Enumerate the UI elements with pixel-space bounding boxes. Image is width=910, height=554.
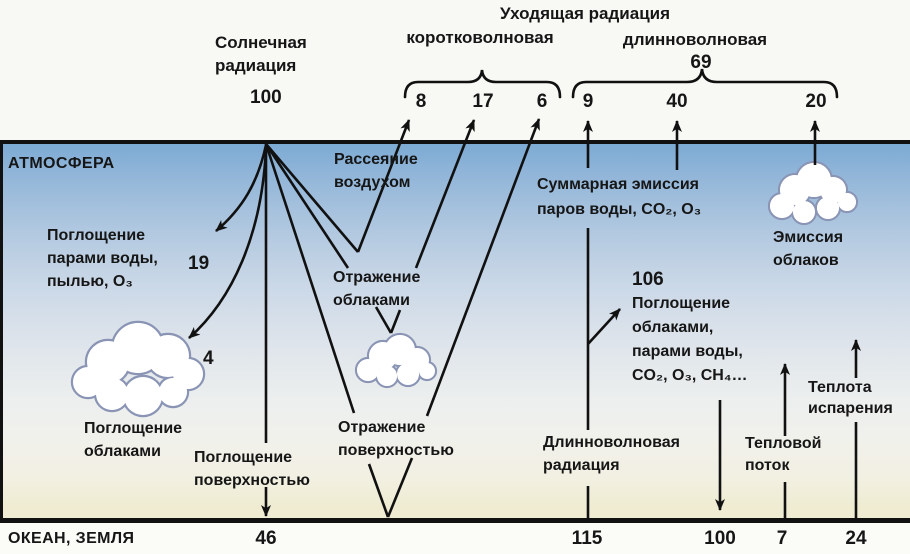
air-scatter-up-arrow — [356, 119, 411, 253]
cloud-absorption-value: 4 — [203, 348, 214, 369]
longwave-label: длинноволновая — [622, 30, 768, 49]
shortwave-label: коротковолновая — [406, 28, 554, 47]
below-ground-band — [0, 523, 910, 554]
beam-to-cloud-line — [264, 143, 350, 269]
shortwave-value-17: 17 — [472, 91, 494, 112]
brace-longwave — [571, 68, 839, 99]
cloud-absorption-cloud-icon — [70, 320, 206, 418]
longwave-absorption-label: Поглощение облаками, парами воды, CO₂, O… — [632, 295, 748, 384]
longwave-value-20: 20 — [805, 91, 827, 112]
longwave-value-40: 40 — [666, 91, 688, 112]
surface-zone-label: ОКЕАН, ЗЕМЛЯ — [8, 530, 135, 547]
sensible-heat-label: Тепловой поток — [745, 435, 822, 474]
cloud-emission-cloud-icon — [767, 160, 859, 226]
solar-radiation-value: 100 — [250, 87, 282, 108]
surface-longwave-bottom-value: 115 — [571, 528, 603, 549]
solar-beam-lines — [188, 118, 541, 518]
longwave-lines — [583, 120, 861, 518]
vapor-absorption-arrow — [215, 144, 268, 232]
cloud-absorption-arrow — [188, 147, 268, 339]
back-radiation-bottom-value: 100 — [704, 528, 736, 549]
air-scattering-label: Рассеяние воздухом — [334, 151, 418, 191]
longwave-absorption-arrow — [587, 308, 621, 345]
cloud-reflect-up-arrow — [389, 309, 402, 334]
solar-radiation-label: Солнечная радиация — [215, 33, 307, 75]
total-emission-label: Суммарная эмиссия паров воды, CO₂, O₃ — [537, 176, 702, 218]
frame-lines — [0, 140, 910, 523]
outgoing-radiation-title: Уходящая радиация — [499, 4, 671, 23]
surface-reflect-up-arrow — [386, 457, 414, 518]
longwave-value-9: 9 — [582, 91, 594, 112]
cloud-reflection-label: Отражение облаками — [333, 269, 421, 309]
brace-shortwave — [403, 69, 562, 99]
shortwave-value-8: 8 — [415, 91, 427, 112]
cloud-emission-label: Эмиссия облаков — [773, 229, 844, 269]
beam-to-air-line — [265, 143, 359, 253]
sensible-heat-bottom-value: 7 — [776, 528, 788, 549]
ground-line — [0, 518, 910, 523]
cloud-reflection-cloud-icon — [354, 332, 438, 389]
latent-heat-label: Теплота испарения — [808, 379, 893, 417]
surface-absorption-bottom-value: 46 — [255, 528, 277, 549]
atmosphere-zone-label: АТМОСФЕРА — [8, 155, 115, 172]
vapor-dust-absorption-value: 19 — [188, 253, 210, 274]
cloud-absorption-label: Поглощение облаками — [84, 420, 183, 460]
shortwave-value-6: 6 — [536, 91, 548, 112]
surface-absorption-label: Поглощение поверхностью — [194, 449, 310, 489]
surface-reflection-label: Отражение поверхностью — [338, 419, 454, 459]
longwave-absorption-value: 106 — [632, 269, 664, 290]
latent-heat-bottom-value: 24 — [845, 528, 867, 549]
vapor-dust-absorption-label: Поглощение парами воды, пылью, О₃ — [47, 227, 158, 290]
longwave-total-value: 69 — [690, 52, 712, 73]
surface-longwave-label: Длинноволновая радиация — [543, 434, 680, 474]
beam-to-ground-line — [264, 143, 356, 414]
